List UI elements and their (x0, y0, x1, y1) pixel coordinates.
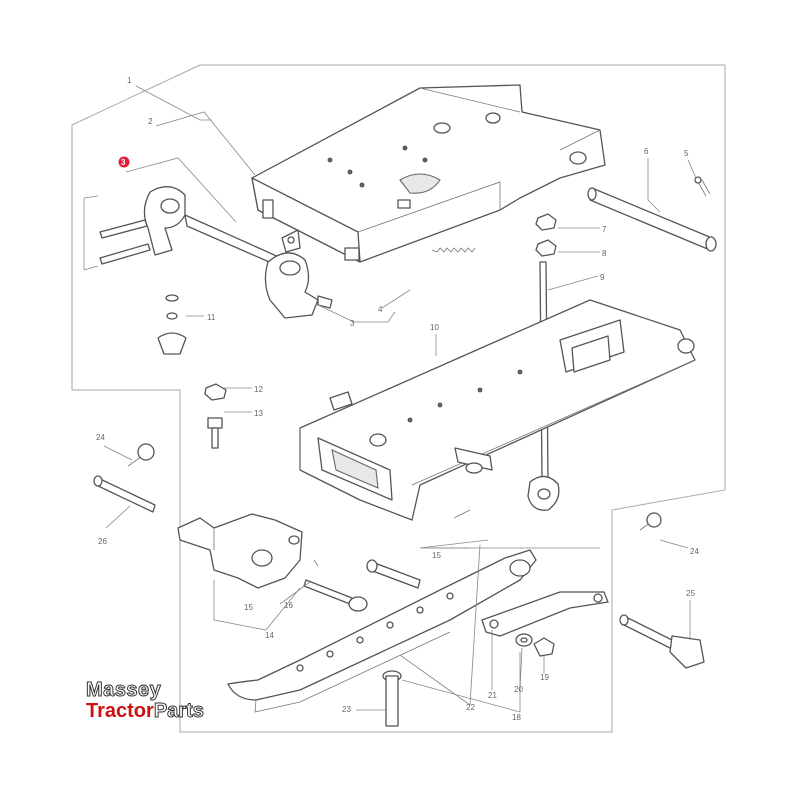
bump-stop[interactable] (157, 294, 187, 355)
callout-3b[interactable]: 3 (350, 319, 355, 328)
assembly-frame (71, 64, 726, 733)
linch-pin-right[interactable] (639, 512, 662, 531)
callout-3[interactable]: 3 (121, 158, 126, 167)
callout-14[interactable]: 14 (265, 631, 274, 640)
hex-nut[interactable] (204, 383, 227, 401)
logo-word-parts: Parts (153, 700, 204, 722)
cross-rod[interactable] (587, 187, 717, 252)
callout-22[interactable]: 22 (466, 703, 475, 712)
callout-labels: 1 2 3 3 4 5 6 7 8 9 10 11 12 13 14 15 15… (96, 76, 699, 722)
hook-bracket[interactable] (177, 513, 303, 589)
callout-13[interactable]: 13 (254, 409, 263, 418)
callout-16[interactable]: 16 (284, 601, 293, 610)
spring[interactable] (431, 247, 476, 253)
callout-11[interactable]: 11 (207, 313, 216, 322)
split-pin[interactable] (694, 176, 711, 197)
leader-lines (83, 85, 697, 713)
locking-pins[interactable] (99, 219, 151, 265)
clevis-pin[interactable] (382, 670, 402, 727)
callout-23[interactable]: 23 (342, 705, 351, 714)
callout-7[interactable]: 7 (602, 225, 607, 234)
washer-20[interactable] (515, 633, 533, 647)
brand-logo: Massey TractorParts (86, 679, 205, 722)
linch-pin-left[interactable] (127, 443, 155, 467)
logo-word-tractor: Tractor (86, 700, 154, 722)
hex-bolt[interactable] (207, 417, 223, 449)
callout-2[interactable]: 2 (148, 117, 153, 126)
logo-line-massey: Massey (86, 679, 162, 701)
logo-line-tractorparts: TractorParts (86, 700, 204, 722)
callout-6[interactable]: 6 (644, 147, 649, 156)
nut-lower[interactable] (535, 239, 557, 257)
callout-24[interactable]: 24 (96, 433, 105, 442)
spring-pin[interactable] (453, 509, 471, 519)
long-bolt[interactable] (366, 559, 421, 589)
callout-1[interactable]: 1 (127, 76, 132, 85)
callout-9[interactable]: 9 (600, 273, 605, 282)
callout-20[interactable]: 20 (514, 685, 523, 694)
callout-5[interactable]: 5 (684, 149, 689, 158)
callout-21[interactable]: 21 (488, 691, 497, 700)
callout-24b[interactable]: 24 (690, 547, 699, 556)
pivot-pin-left[interactable] (93, 475, 156, 513)
upper-housing[interactable] (251, 84, 606, 263)
callout-15[interactable]: 15 (244, 603, 253, 612)
nut-19[interactable] (533, 637, 555, 657)
stabiliser-link[interactable] (481, 591, 609, 637)
callout-12[interactable]: 12 (254, 385, 263, 394)
callout-25[interactable]: 25 (686, 589, 695, 598)
callout-26[interactable]: 26 (98, 537, 107, 546)
callout-10[interactable]: 10 (430, 323, 439, 332)
lower-frame[interactable] (299, 299, 696, 521)
hook-cross-shaft[interactable] (143, 186, 333, 319)
lower-link-arm[interactable] (227, 549, 537, 713)
callout-3-highlight[interactable] (118, 156, 130, 168)
pivot-pin-right[interactable] (619, 614, 705, 669)
callout-15b[interactable]: 15 (432, 551, 441, 560)
callout-19[interactable]: 19 (540, 673, 549, 682)
callout-4[interactable]: 4 (378, 305, 383, 314)
bracket-bolt[interactable] (303, 559, 368, 612)
callout-18[interactable]: 18 (512, 713, 521, 722)
nut-upper[interactable] (535, 213, 557, 231)
callout-8[interactable]: 8 (602, 249, 607, 258)
